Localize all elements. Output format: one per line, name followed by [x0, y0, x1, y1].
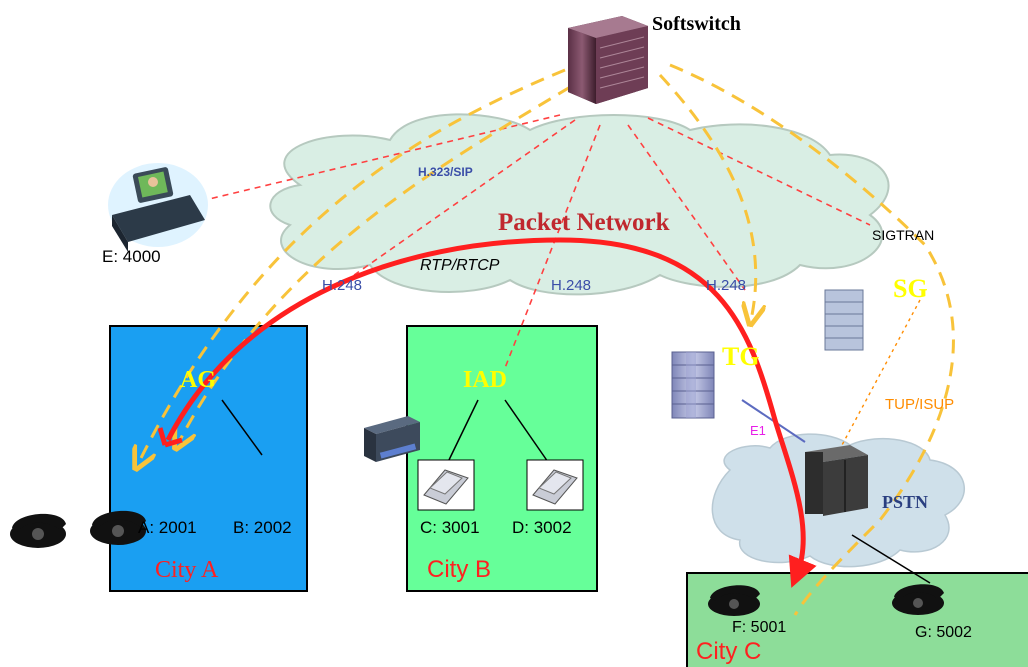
phone-d-icon [526, 459, 584, 511]
local-lines [221, 399, 931, 584]
pstn-label: PSTN [882, 492, 929, 512]
phone-a-icon [90, 510, 146, 545]
tup-isup-label: TUP/ISUP [885, 396, 955, 413]
city-a-box [109, 325, 308, 592]
h248-b-label: H.248 [551, 277, 592, 294]
phone-a-label: A: 2001 [138, 518, 197, 537]
rtp-media-path [157, 237, 817, 588]
softswitch-label: Softswitch [652, 13, 741, 35]
phone-g-label: G: 5002 [915, 624, 972, 641]
phone-c-icon [417, 459, 475, 511]
h323-sip-label: H.323/SIP [418, 165, 473, 179]
city-b-label: City B [427, 556, 492, 583]
phone-f-label: F: 5001 [732, 619, 787, 636]
city-a-label: City A [155, 557, 219, 583]
h248-c-label: H.248 [706, 277, 747, 294]
phone-c-label: C: 3001 [420, 518, 480, 537]
phone-f-icon [708, 585, 760, 616]
sigtran-label: SIGTRAN [872, 227, 935, 243]
softswitch-icon [568, 16, 648, 104]
phone-e-label: E: 4000 [102, 247, 161, 266]
packet-network-cloud [269, 113, 890, 296]
phone-g-icon [892, 584, 944, 615]
video-phone-icon [108, 163, 208, 252]
city-b-box [406, 325, 598, 592]
h248-a-label: H.248 [322, 277, 363, 294]
pstn-switch-icon [805, 445, 868, 516]
iad-label: IAD [463, 367, 508, 393]
iad-device-icon [364, 416, 420, 462]
sg-device-icon [824, 289, 864, 351]
ag-label: AG [180, 367, 216, 393]
sg-label: SG [893, 274, 928, 303]
phone-b-label: B: 2002 [233, 518, 292, 537]
rtp-rtcp-label: RTP/RTCP [420, 257, 500, 274]
e1-label: E1 [750, 423, 766, 438]
phone-d-label: D: 3002 [512, 518, 572, 537]
city-c-label: City C [696, 638, 762, 665]
packet-network-label: Packet Network [498, 209, 670, 236]
tg-device-icon [671, 351, 715, 419]
signaling-arrows [140, 63, 955, 616]
phone-black-left-icon [10, 513, 66, 548]
city-c-box [686, 572, 1028, 667]
tg-label: TG [722, 342, 760, 371]
